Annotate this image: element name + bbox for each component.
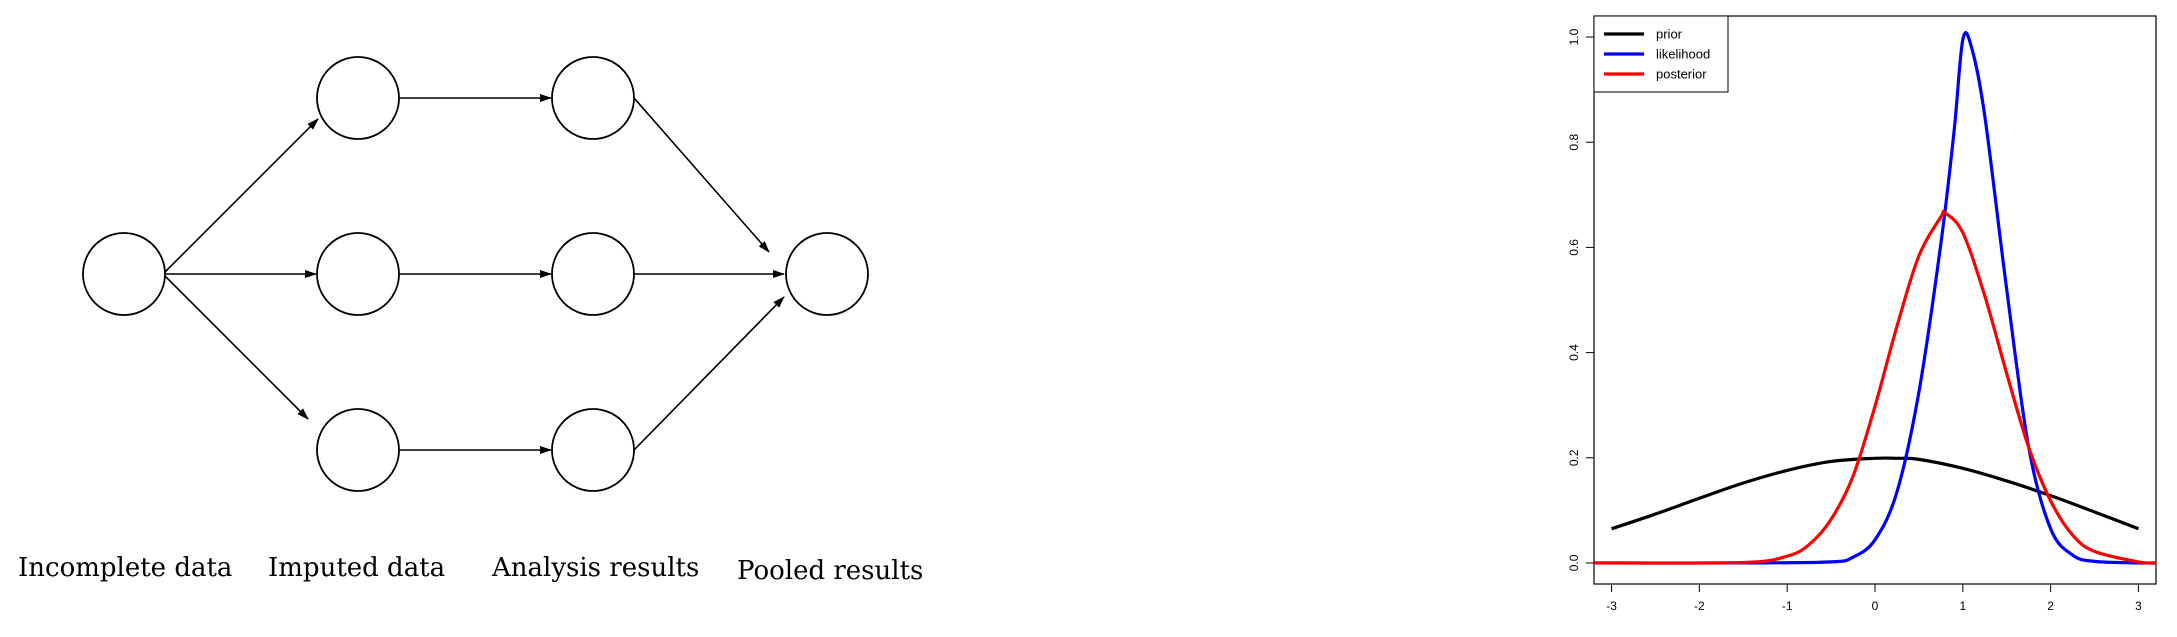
y-tick-label: 0.2 — [1567, 449, 1581, 466]
node-analysis-result-1 — [551, 56, 635, 140]
x-tick-label: -3 — [1606, 599, 1617, 613]
node-imputed-data-3 — [316, 408, 400, 492]
arrow-analysis-3-to-pooled — [633, 296, 785, 451]
y-tick-label: 1.0 — [1567, 28, 1581, 45]
legend-label-posterior: posterior — [1656, 67, 1707, 82]
plot-frame — [1593, 15, 2157, 585]
node-incomplete-data — [82, 232, 166, 316]
node-analysis-result-2 — [551, 232, 635, 316]
node-imputed-data-2 — [316, 232, 400, 316]
legend: prior likelihood posterior — [1593, 15, 1729, 93]
y-tick-label: 0.6 — [1567, 239, 1581, 256]
node-imputed-data-1 — [316, 56, 400, 140]
x-axis: -3 -2 -1 0 1 2 3 — [1606, 584, 2142, 613]
arrow-incomplete-to-imputed-1 — [162, 118, 319, 275]
arrow-incomplete-to-imputed-3 — [162, 273, 309, 420]
multiple-imputation-diagram: Incomplete data Imputed data Analysis re… — [18, 56, 923, 586]
series-line-posterior — [1594, 209, 2156, 565]
label-imputed-data: Imputed data — [268, 553, 445, 583]
label-incomplete-data: Incomplete data — [18, 553, 232, 583]
label-analysis-results: Analysis results — [491, 553, 699, 583]
y-axis: 0.0 0.2 0.4 0.6 0.8 1.0 — [1567, 28, 1594, 571]
x-tick-label: 3 — [2135, 599, 2142, 613]
series-layer — [1594, 31, 2156, 565]
x-tick-label: -1 — [1782, 599, 1793, 613]
label-pooled-results: Pooled results — [737, 556, 923, 586]
arrow-analysis-1-to-pooled — [633, 97, 770, 253]
x-tick-label: 0 — [1872, 599, 1879, 613]
x-tick-label: -2 — [1694, 599, 1705, 613]
series-line-likelihood — [1594, 31, 2156, 565]
y-tick-label: 0.4 — [1567, 344, 1581, 361]
node-analysis-result-3 — [551, 408, 635, 492]
node-pooled-results — [785, 232, 869, 316]
x-tick-label: 1 — [1959, 599, 1966, 613]
y-tick-label: 0.0 — [1567, 554, 1581, 571]
x-tick-label: 2 — [2047, 599, 2054, 613]
legend-label-likelihood: likelihood — [1656, 47, 1710, 62]
y-tick-label: 0.8 — [1567, 134, 1581, 151]
density-chart: -3 -2 -1 0 1 2 3 0.0 0.2 0.4 0.6 0.8 1.0 prior likel… — [1567, 15, 2157, 613]
legend-label-prior: prior — [1656, 27, 1683, 42]
